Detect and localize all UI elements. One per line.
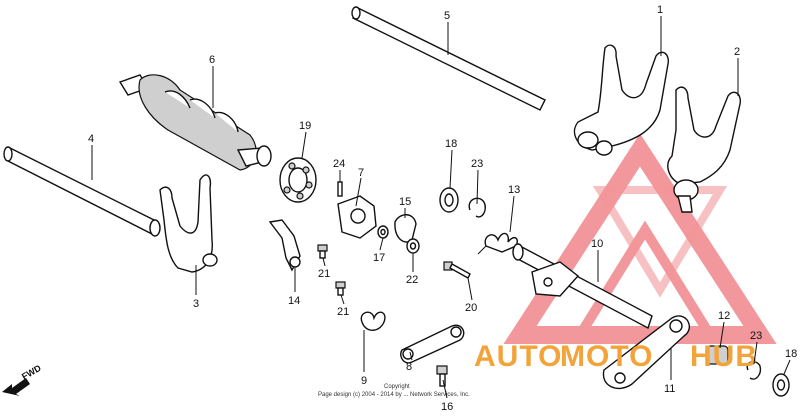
part-label-10: 10 bbox=[591, 238, 603, 250]
part-19-bearing bbox=[279, 157, 317, 203]
part-21-bolt-lower bbox=[335, 281, 346, 296]
part-11-plate bbox=[602, 315, 690, 389]
forward-label: FWD bbox=[20, 363, 43, 382]
part-label-15: 15 bbox=[399, 196, 411, 208]
part-label-11: 11 bbox=[664, 383, 675, 395]
copyright-notice: Copyright Page design (c) 2004 - 2014 by… bbox=[318, 384, 470, 398]
part-13-spring bbox=[477, 232, 518, 255]
part-label-1: 1 bbox=[657, 4, 663, 16]
part-label-18-upper: 18 bbox=[445, 138, 457, 150]
part-label-21-upper: 21 bbox=[318, 268, 330, 280]
copyright-line-1: Copyright bbox=[384, 384, 410, 390]
part-8-shift-arm bbox=[400, 324, 465, 364]
forward-arrow-icon bbox=[2, 378, 30, 396]
part-5-shift-fork-shaft bbox=[351, 6, 546, 111]
part-23-circlip-upper bbox=[468, 197, 486, 218]
part-label-24: 24 bbox=[333, 158, 345, 170]
part-14-stopper-arm bbox=[268, 219, 301, 272]
part-18-washer-upper bbox=[439, 187, 459, 213]
part-label-20: 20 bbox=[465, 302, 477, 314]
leader-lines bbox=[91, 16, 791, 399]
part-24-pin bbox=[337, 181, 343, 197]
part-label-19: 19 bbox=[299, 120, 311, 132]
part-20-bolt bbox=[443, 261, 471, 279]
part-label-22: 22 bbox=[406, 274, 418, 286]
watermark-text: AUTO MOTO HUB bbox=[474, 340, 758, 373]
forward-direction-indicator: FWD bbox=[2, 363, 43, 396]
part-10-shift-spindle bbox=[512, 243, 653, 330]
part-21-bolt-upper bbox=[317, 244, 328, 259]
part-label-4: 4 bbox=[88, 133, 94, 145]
part-2-shift-fork bbox=[667, 86, 742, 213]
part-1-shift-fork bbox=[573, 44, 670, 156]
part-label-6: 6 bbox=[209, 54, 215, 66]
part-4-shaft bbox=[3, 146, 161, 237]
part-label-16: 16 bbox=[441, 401, 453, 413]
part-label-8: 8 bbox=[406, 361, 412, 373]
part-label-14: 14 bbox=[288, 295, 300, 307]
part-23-circlip-lower bbox=[746, 360, 762, 380]
watermark-text-left: AUTO bbox=[474, 340, 562, 373]
part-label-7: 7 bbox=[358, 167, 364, 179]
part-label-21-lower: 21 bbox=[337, 306, 349, 318]
part-16-bolt bbox=[436, 365, 448, 387]
part-7-drum-center bbox=[337, 195, 377, 239]
part-label-5: 5 bbox=[444, 10, 450, 22]
part-label-23-upper: 23 bbox=[471, 158, 483, 170]
part-label-13: 13 bbox=[508, 184, 520, 196]
part-label-2: 2 bbox=[734, 46, 740, 58]
copyright-line-2: Page design (c) 2004 - 2014 by ... Netwo… bbox=[318, 392, 470, 398]
part-18-washer-lower bbox=[772, 373, 790, 397]
watermark-text-mid: MOTO bbox=[560, 340, 653, 373]
part-12-spring bbox=[705, 345, 729, 365]
part-label-3: 3 bbox=[193, 298, 199, 310]
part-label-12: 12 bbox=[718, 310, 730, 322]
part-22-washer bbox=[406, 238, 420, 254]
watermark-text-right: HUB bbox=[690, 340, 758, 373]
part-label-9: 9 bbox=[361, 375, 367, 387]
part-6-shift-drum bbox=[118, 74, 272, 171]
part-3-shift-fork bbox=[159, 174, 218, 273]
part-9-return-spring bbox=[360, 311, 386, 331]
part-15-stopper-plate bbox=[394, 214, 417, 243]
part-label-23-lower: 23 bbox=[750, 330, 762, 342]
part-labels: 1 2 3 4 5 6 7 8 9 10 11 12 13 14 15 16 1… bbox=[88, 4, 797, 413]
watermark-logo bbox=[503, 133, 777, 344]
part-label-17: 17 bbox=[373, 252, 385, 264]
part-17-washer bbox=[377, 225, 389, 239]
part-label-18-lower: 18 bbox=[785, 348, 797, 360]
